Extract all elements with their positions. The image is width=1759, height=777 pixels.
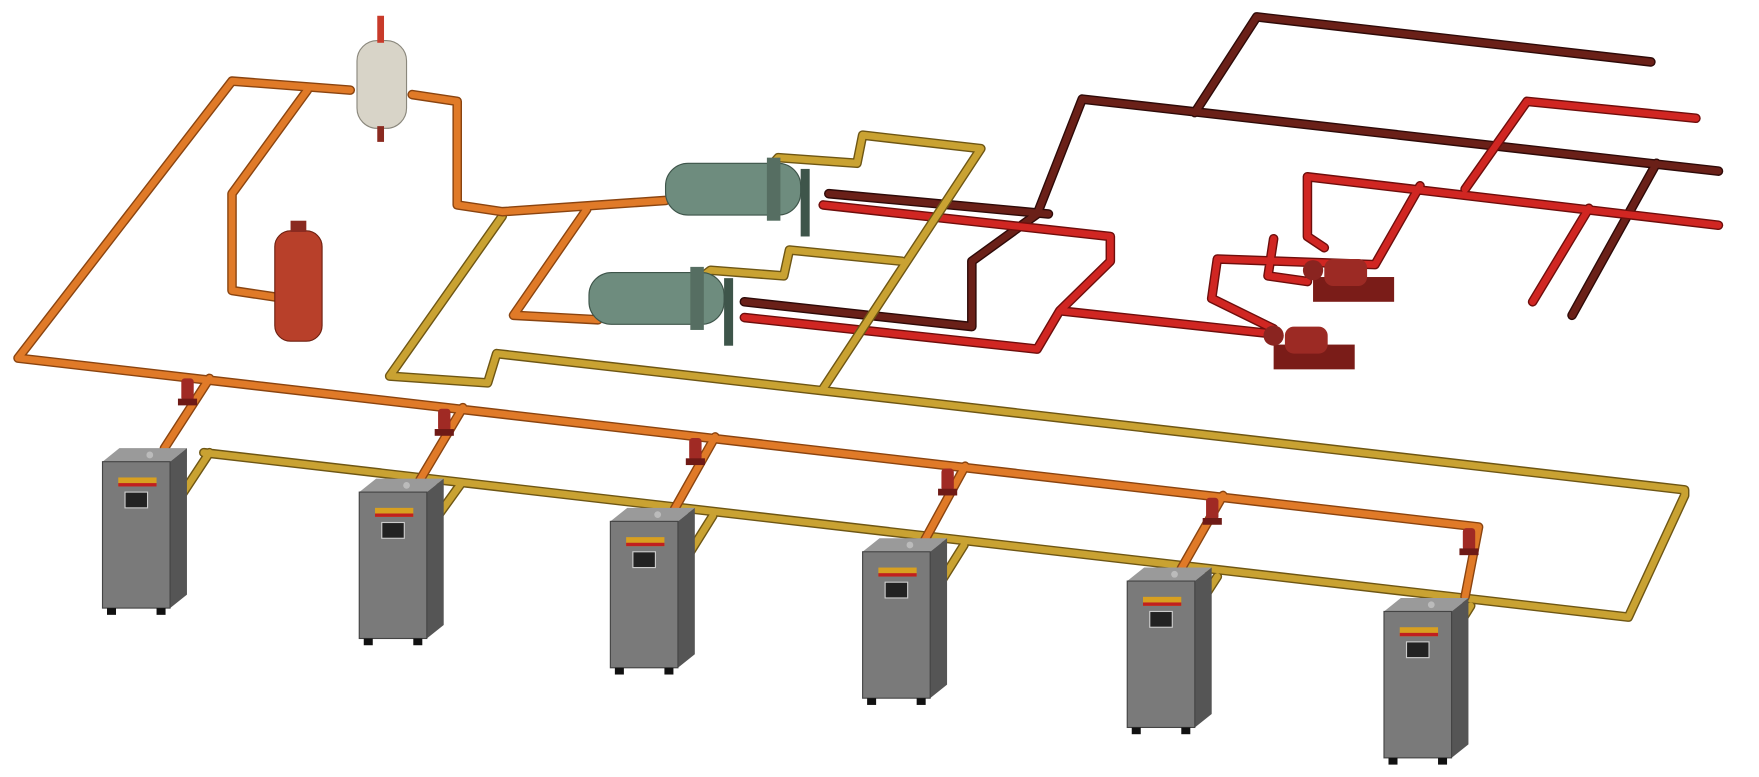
boiler-pump-4 — [938, 468, 958, 496]
secondary-pump-1 — [1302, 259, 1395, 302]
boiler-pump-2 — [434, 408, 454, 436]
boiler-1 — [101, 448, 187, 615]
secondary-supply-pipes — [739, 96, 1724, 354]
boiler-5 — [1126, 567, 1212, 735]
secondary-pump-2 — [1263, 325, 1355, 370]
expansion-tank — [274, 220, 323, 342]
boiler-3 — [609, 507, 695, 675]
boiler-group — [101, 378, 1479, 765]
heat-exchanger-2 — [588, 266, 734, 346]
supply-pipes — [13, 76, 1484, 602]
boiler-pump-5 — [1202, 497, 1222, 525]
boiler-2 — [358, 478, 444, 646]
secondary-return-pipes — [739, 12, 1724, 332]
air-separator — [356, 15, 408, 142]
boiler-pump-6 — [1459, 528, 1479, 556]
boiler-4 — [862, 538, 948, 705]
heat-exchanger-1 — [664, 157, 810, 237]
boiler-pump-3 — [685, 438, 705, 466]
boiler-pump-1 — [177, 378, 198, 406]
boiler-6 — [1383, 597, 1469, 765]
